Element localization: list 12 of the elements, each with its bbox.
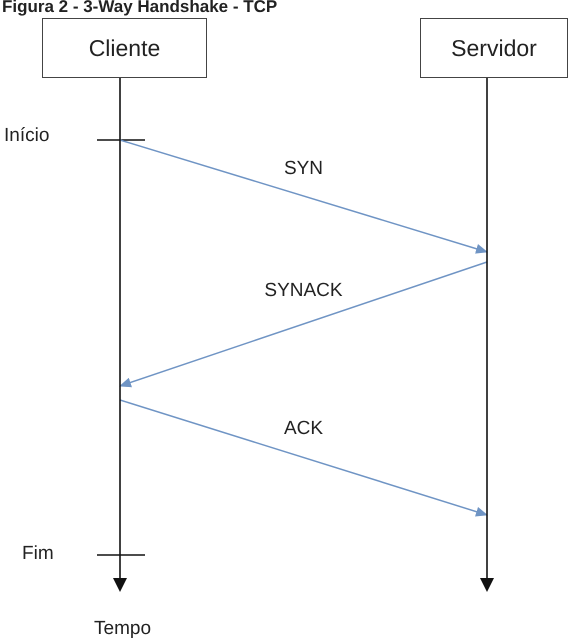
axis-label: Tempo bbox=[94, 618, 152, 640]
participant-box: Cliente bbox=[42, 18, 207, 78]
message-label: SYNACK bbox=[264, 280, 343, 301]
time-label: Fim bbox=[22, 543, 54, 565]
message-label: SYN bbox=[284, 158, 324, 179]
message-arrow bbox=[120, 399, 488, 516]
figure-title: Figura 2 - 3-Way Handshake - TCP bbox=[2, 0, 278, 17]
participant-box: Servidor bbox=[420, 18, 568, 78]
message-label: ACK bbox=[284, 418, 324, 439]
time-label: Início bbox=[4, 125, 50, 147]
message-arrow bbox=[120, 139, 488, 254]
message-arrow bbox=[119, 261, 488, 388]
